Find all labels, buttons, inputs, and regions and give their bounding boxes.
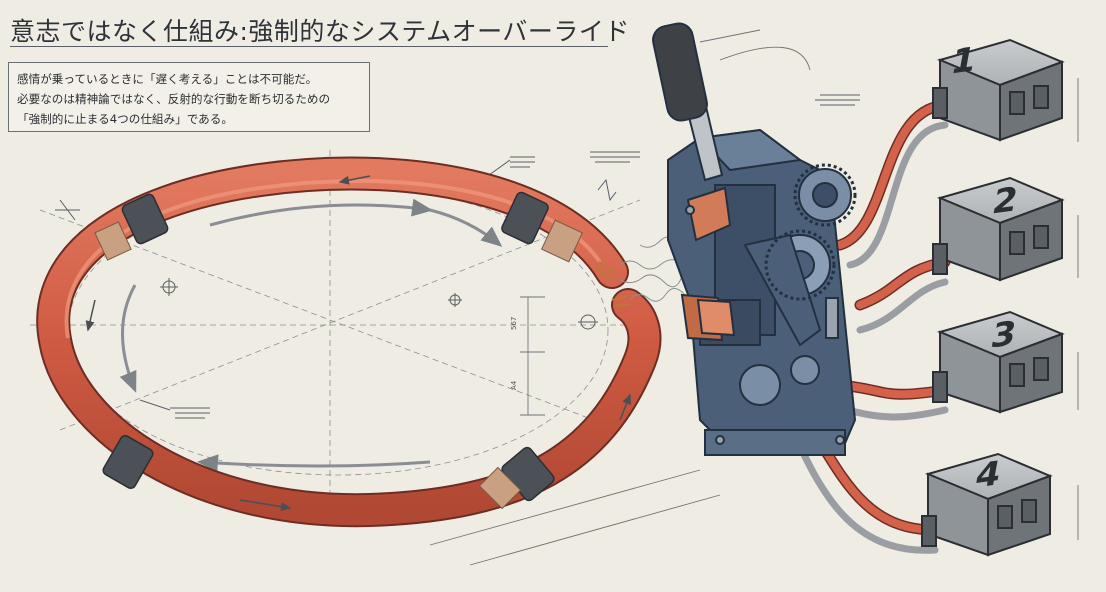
page-title: 意志ではなく仕組み:強制的なシステムオーバーライド [10,17,630,46]
note-line-3: 「強制的に止まる4つの仕組み」である。 [17,112,233,126]
cable-loop [36,156,687,528]
module-group [921,38,1065,557]
note-line-1: 感情が乗っているときに「遅く考える」ことは不可能だ。 [17,72,318,86]
title-underline [10,46,608,47]
override-mechanism [652,22,857,456]
construction-lines [30,150,660,520]
note-line-2: 必要なのは精神論ではなく、反射的な行動を断ち切るための [17,92,331,106]
module-2 [932,176,1065,282]
dim-label-567: 567 [510,317,518,330]
module-1 [932,38,1065,142]
flow-arrows [119,198,503,473]
dimension-lines [429,29,1079,566]
intro-note-box: 感情が乗っているときに「遅く考える」ことは不可能だ。 必要なのは精神論ではなく、… [8,62,370,132]
dim-label-a4: A4 [510,380,518,390]
module-3 [932,310,1065,414]
module-4 [921,452,1053,557]
crosshair-marks [160,178,617,330]
